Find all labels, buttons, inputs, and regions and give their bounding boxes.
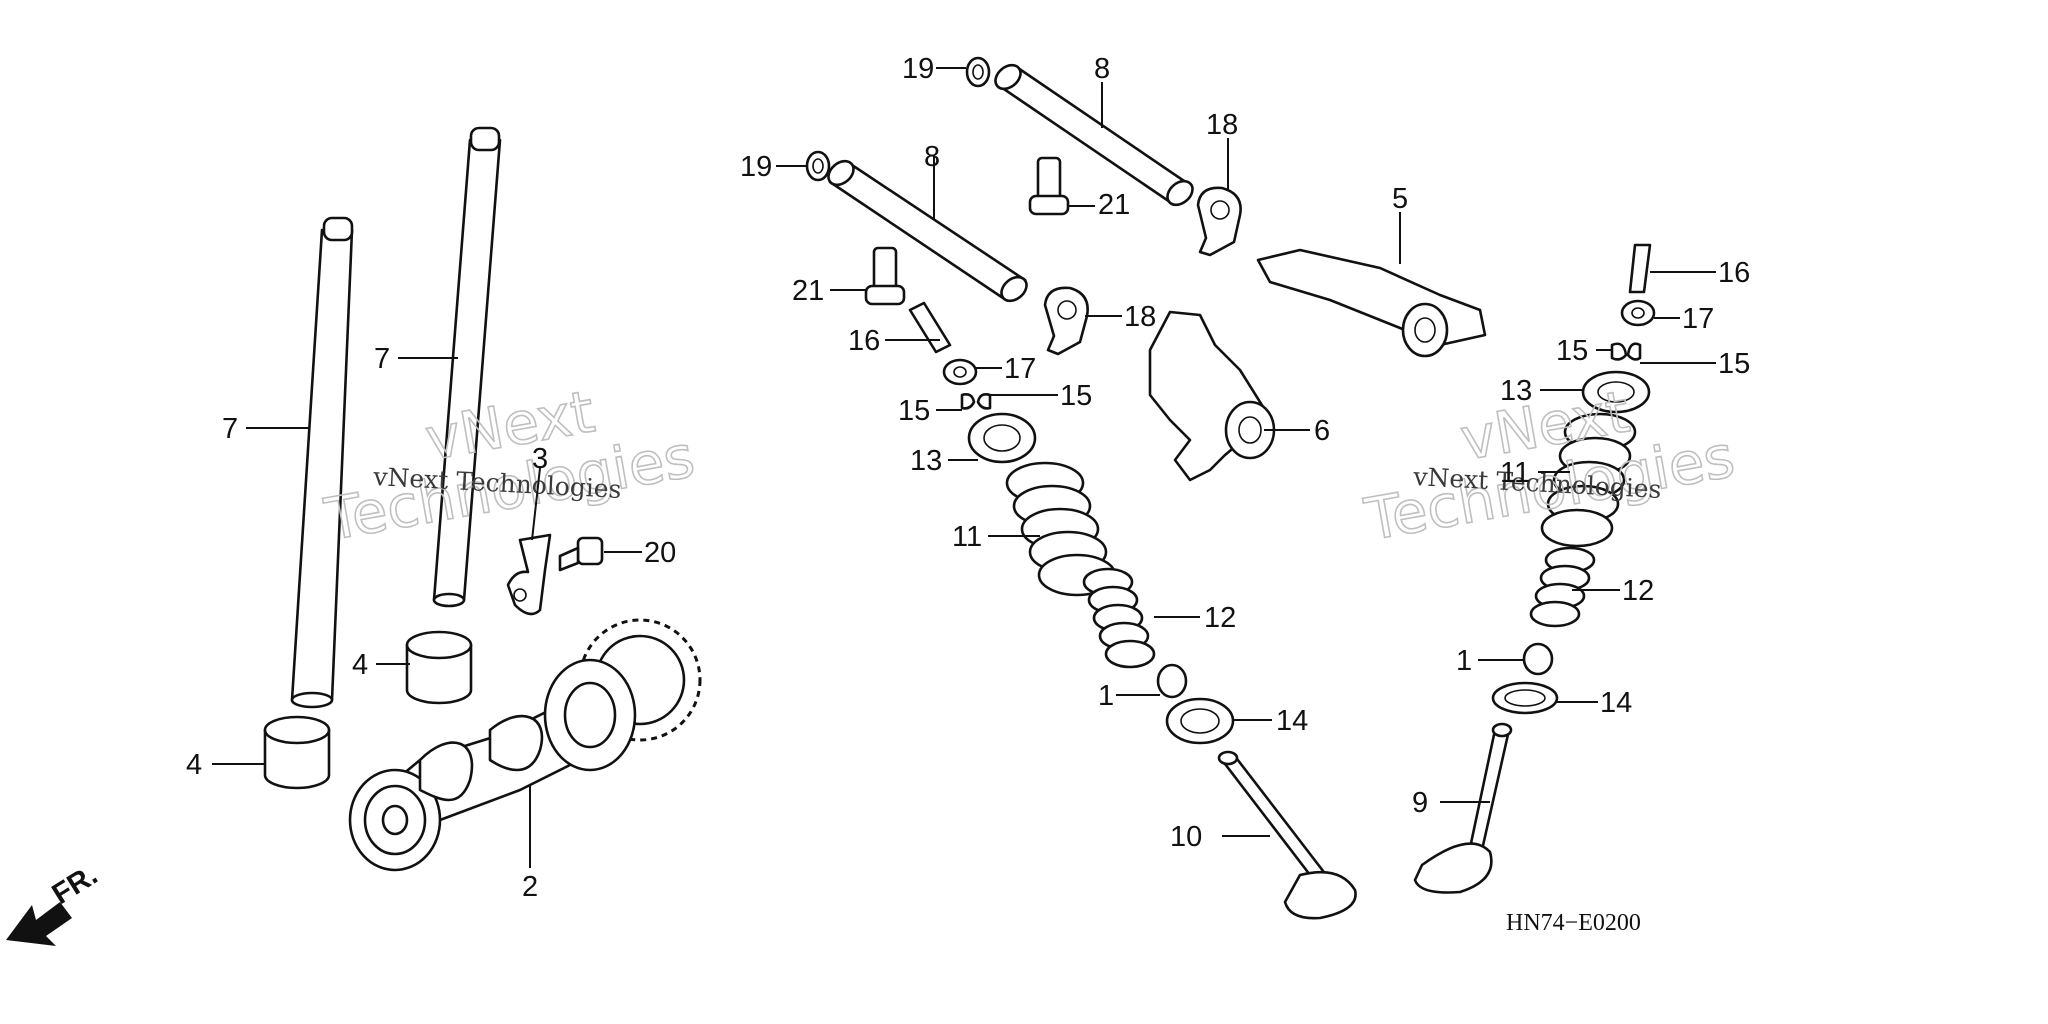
camshaft-assembly <box>348 618 702 872</box>
callout-15-right-b: 15 <box>1718 348 1750 380</box>
tappet-upper <box>405 630 473 705</box>
leader-lines <box>212 67 1716 868</box>
inner-spring-12-right <box>1529 546 1596 628</box>
tappet-lower <box>263 715 331 790</box>
valve-9 <box>1413 722 1513 894</box>
lock-nut-17-left <box>942 358 978 386</box>
callout-19-lower: 19 <box>740 151 772 183</box>
spring-seat-14-left <box>1165 697 1235 745</box>
callout-18-lower: 18 <box>1124 301 1156 333</box>
callout-9: 9 <box>1412 787 1428 819</box>
adjusting-screw-16-right <box>1628 243 1652 294</box>
callout-4-upper: 4 <box>352 649 368 681</box>
callout-8-upper: 8 <box>1094 53 1110 85</box>
callout-7-left: 7 <box>222 413 238 445</box>
bolt-21-upper <box>1028 156 1070 216</box>
callout-16-left: 16 <box>848 325 880 357</box>
cotters-15-right <box>1610 342 1642 361</box>
inner-spring-12-left <box>1082 567 1156 669</box>
rocker-shaft-lower <box>827 159 1028 303</box>
callout-6: 6 <box>1314 415 1330 447</box>
callout-13-right: 13 <box>1500 375 1532 407</box>
callout-14-right: 14 <box>1600 687 1632 719</box>
callout-21-lower: 21 <box>792 275 824 307</box>
watermark-left: vNext Technologies vNext Technologies <box>319 377 700 555</box>
adjusting-screw-16-left <box>908 301 952 354</box>
spring-retainer-13-right <box>1581 370 1651 414</box>
callout-7-right: 7 <box>374 343 390 375</box>
callout-18-upper: 18 <box>1206 109 1238 141</box>
callout-17-left: 17 <box>1004 353 1036 385</box>
callout-1-left: 1 <box>1098 680 1114 712</box>
spring-seat-14-right <box>1491 681 1559 715</box>
bolt-21-lower <box>864 246 906 306</box>
callout-21-upper: 21 <box>1098 189 1130 221</box>
cotters-15-left <box>960 393 992 410</box>
bolt-20 <box>558 536 604 572</box>
bracket <box>506 533 552 616</box>
callout-16-right: 16 <box>1718 257 1750 289</box>
stem-seal-1-left <box>1156 663 1188 699</box>
callout-15-left-a: 15 <box>898 395 930 427</box>
front-direction-arrow: FR. <box>6 859 103 946</box>
callout-15-right-a: 15 <box>1556 335 1588 367</box>
callout-10: 10 <box>1170 821 1202 853</box>
callout-3: 3 <box>532 443 548 475</box>
lock-nut-17-right <box>1620 299 1656 327</box>
drawing-code: HN74−E0200 <box>1506 910 1641 936</box>
plate-18-lower <box>1043 286 1089 356</box>
front-marker: FR. <box>47 859 104 911</box>
callout-20: 20 <box>644 537 676 569</box>
callout-15-left-b: 15 <box>1060 380 1092 412</box>
rocker-shaft-upper <box>994 63 1194 207</box>
stem-seal-1-right <box>1522 642 1554 676</box>
outer-spring-11-right <box>1540 412 1637 548</box>
callout-1-right: 1 <box>1456 645 1472 677</box>
washer-19-lower <box>805 150 831 182</box>
plate-18-upper <box>1196 186 1242 257</box>
callout-17-right: 17 <box>1682 303 1714 335</box>
callout-8-lower: 8 <box>924 141 940 173</box>
spring-retainer-13-left <box>967 412 1037 464</box>
valve-10 <box>1217 750 1357 920</box>
callout-5: 5 <box>1392 183 1408 215</box>
callout-labels: 7 7 4 4 3 2 20 19 8 21 18 5 19 8 21 18 1… <box>186 53 1750 903</box>
push-rod-right <box>432 126 502 608</box>
callout-4-lower: 4 <box>186 749 202 781</box>
rocker-arm-6 <box>1148 310 1276 482</box>
callout-11-right: 11 <box>1500 457 1530 489</box>
callout-13-left: 13 <box>910 445 942 477</box>
rocker-arm-5 <box>1256 248 1487 358</box>
callout-11-left: 11 <box>952 521 982 553</box>
washer-19-upper <box>965 56 991 88</box>
push-rod-left <box>290 216 354 709</box>
callout-2: 2 <box>522 871 538 903</box>
callout-12-left: 12 <box>1204 602 1236 634</box>
callout-14-left: 14 <box>1276 705 1308 737</box>
callout-19-upper: 19 <box>902 53 934 85</box>
callout-12-right: 12 <box>1622 575 1654 607</box>
